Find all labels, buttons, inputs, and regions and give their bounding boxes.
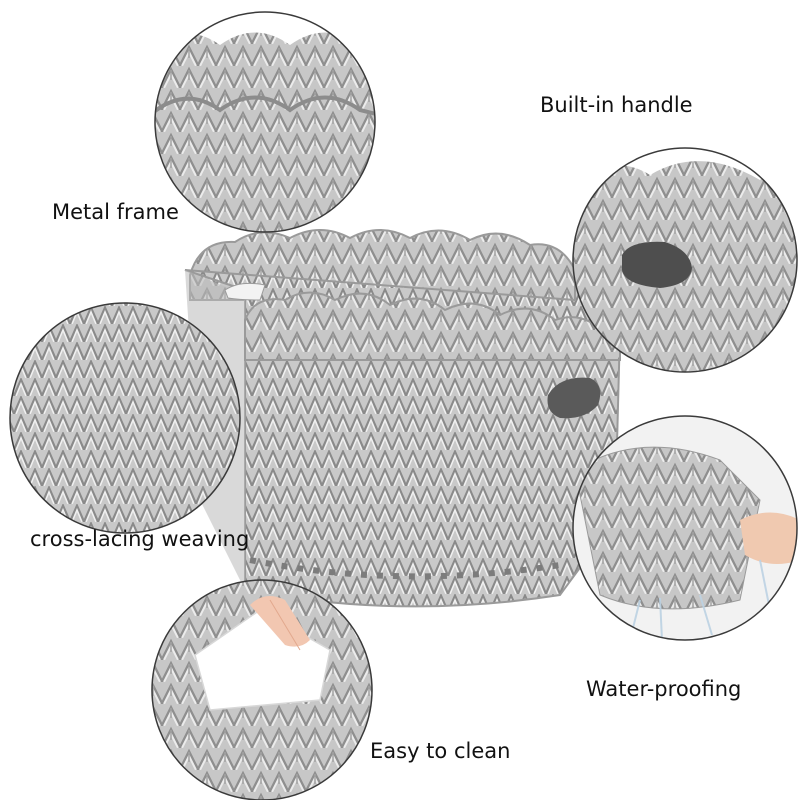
easy-to-clean-detail bbox=[151, 579, 373, 801]
metal-frame-label: Metal frame bbox=[52, 200, 179, 224]
water-proofing-detail bbox=[572, 415, 798, 641]
metal-frame-detail bbox=[154, 11, 376, 233]
main-basket bbox=[184, 229, 622, 608]
cross-lacing-label: cross-lacing weaving bbox=[30, 527, 250, 551]
easy-to-clean-label: Easy to clean bbox=[370, 739, 511, 763]
water-proofing-label: Water-proofing bbox=[586, 677, 742, 701]
built-in-handle-label: Built-in handle bbox=[540, 93, 693, 117]
cross-lacing-detail bbox=[9, 302, 241, 534]
